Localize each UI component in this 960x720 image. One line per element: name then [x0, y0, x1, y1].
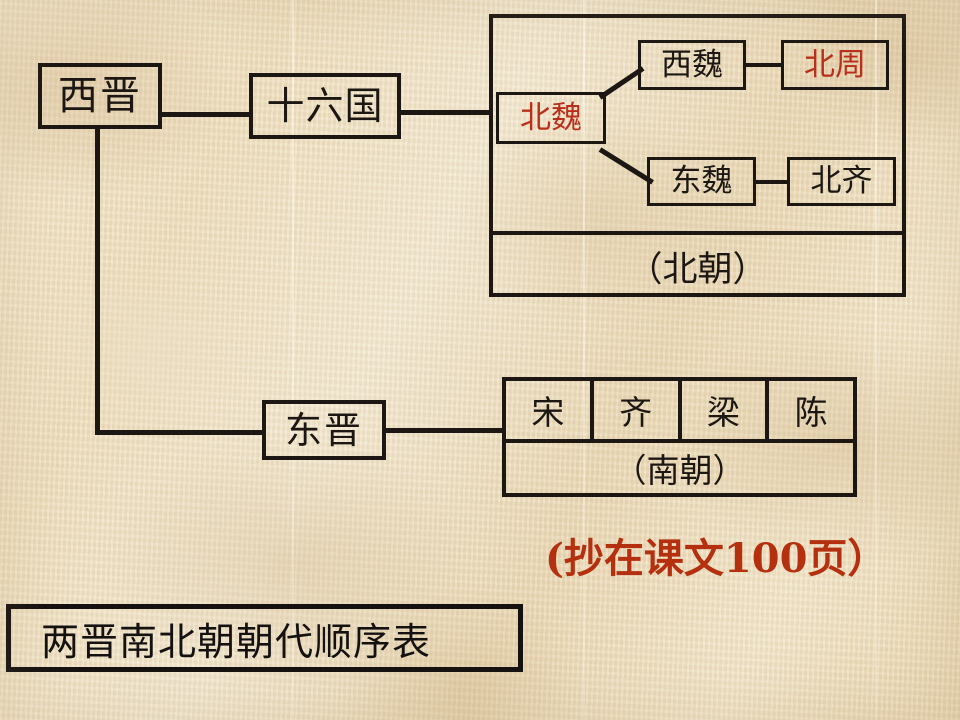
connector-western-jin-down [95, 129, 100, 435]
southern-cell-song: 宋 [506, 381, 594, 439]
paper-seam [875, 0, 877, 720]
southern-cell-chen: 陈 [794, 393, 828, 432]
northern-dynasties-group [489, 14, 906, 297]
node-sixteen-kingdoms: 十六国 [249, 73, 401, 139]
chart-caption-text: 两晋南北朝朝代顺序表 [41, 619, 432, 664]
paper-seam [292, 0, 294, 720]
node-northern-zhou: 北周 [781, 40, 889, 90]
southern-cell-qi: 齐 [594, 381, 682, 439]
node-eastern-jin: 东晋 [262, 400, 386, 460]
connector-western-wei-to-northern-zhou [746, 63, 782, 67]
northern-group-divider [489, 231, 906, 235]
node-northern-zhou-label: 北周 [804, 46, 866, 83]
connector-sixteen-kingdoms-to-northern [401, 110, 491, 115]
connector-eastern-wei-to-northern-qi [756, 180, 788, 184]
southern-cell-liang: 梁 [682, 381, 770, 439]
chart-caption-box: 两晋南北朝朝代顺序表 [6, 604, 523, 672]
connector-eastern-jin-to-southern [386, 428, 504, 433]
node-western-wei: 西魏 [638, 40, 746, 90]
connector-to-eastern-jin [95, 430, 264, 435]
node-western-jin: 西晋 [38, 63, 162, 129]
node-northern-wei: 北魏 [496, 92, 606, 144]
northern-dynasties-label: （北朝） [627, 249, 768, 290]
node-eastern-wei: 东魏 [647, 157, 756, 206]
node-northern-qi: 北齐 [787, 157, 896, 206]
southern-dynasties-row: 宋 齐 梁 陈 [506, 381, 853, 443]
assignment-note: (抄在课文100页） [545, 535, 888, 582]
southern-dynasties-label: （南朝） [613, 451, 746, 490]
node-northern-wei-label: 北魏 [520, 99, 582, 136]
southern-dynasties-group: 宋 齐 梁 陈 （南朝） [502, 377, 857, 497]
paper-seam [583, 0, 585, 720]
connector-western-jin-to-sixteen-kingdoms [162, 112, 250, 117]
